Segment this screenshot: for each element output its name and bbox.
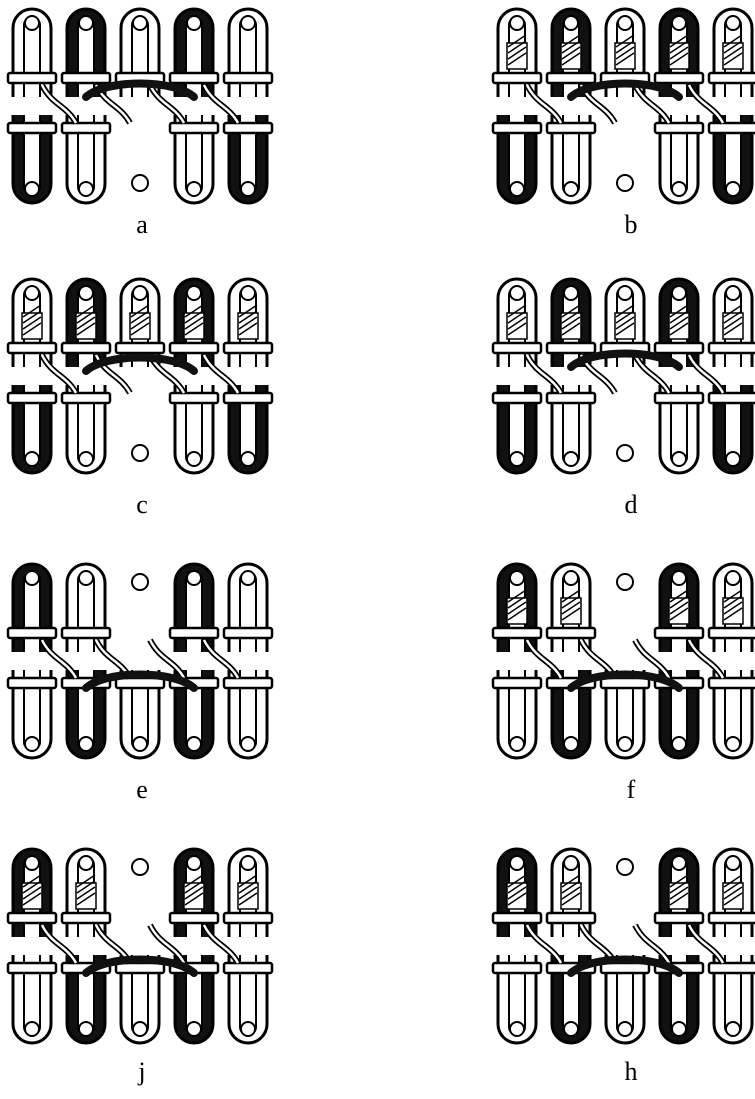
panel-c [10, 275, 270, 475]
bottom-bar [547, 393, 595, 403]
bottom-bar [655, 123, 703, 133]
knit-diagram-c [10, 275, 270, 475]
top-bar [655, 913, 703, 923]
bottom-bar [8, 393, 56, 403]
bottom-bar [493, 123, 541, 133]
top-bar [8, 343, 56, 353]
top-bar [493, 913, 541, 923]
caption-c: c [112, 490, 172, 520]
panel-a [10, 5, 270, 205]
bottom-bar [709, 963, 755, 973]
bottom-bar [709, 678, 755, 688]
empty-needle-top [617, 859, 633, 875]
panel-j [10, 845, 270, 1045]
knit-diagram-f [495, 560, 755, 760]
bottom-bar [62, 123, 110, 133]
bottom-bar [493, 393, 541, 403]
bottom-bar [116, 678, 164, 688]
caption-b: b [601, 210, 661, 240]
top-bar [8, 73, 56, 83]
top-bar [116, 343, 164, 353]
bottom-bar [493, 678, 541, 688]
bottom-bar [601, 963, 649, 973]
bottom-bar [224, 963, 272, 973]
bottom-bar [655, 393, 703, 403]
top-bar [224, 73, 272, 83]
knit-diagram-e [10, 560, 270, 760]
top-bar [655, 628, 703, 638]
caption-e: e [112, 775, 172, 805]
caption-h: h [601, 1057, 661, 1087]
panel-b [495, 5, 755, 205]
top-bar [170, 343, 218, 353]
bottom-bar [493, 963, 541, 973]
top-bar [62, 628, 110, 638]
empty-needle-bottom [617, 175, 633, 191]
empty-needle-top [617, 574, 633, 590]
panel-h [495, 845, 755, 1045]
top-bar [709, 628, 755, 638]
caption-f: f [601, 775, 661, 805]
panel-e [10, 560, 270, 760]
top-bar [493, 628, 541, 638]
top-bar [493, 343, 541, 353]
top-bar [547, 913, 595, 923]
top-bar [8, 913, 56, 923]
top-bar [62, 343, 110, 353]
bottom-bar [170, 123, 218, 133]
top-bar [170, 73, 218, 83]
knit-diagram-d [495, 275, 755, 475]
top-bar [62, 73, 110, 83]
empty-needle-bottom [617, 445, 633, 461]
bottom-bar [62, 393, 110, 403]
top-bar [709, 73, 755, 83]
top-bar [709, 343, 755, 353]
top-bar [547, 628, 595, 638]
bottom-bar [709, 393, 755, 403]
caption-j: j [112, 1057, 172, 1087]
bottom-bar [601, 678, 649, 688]
knit-diagram-b [495, 5, 755, 205]
caption-a: a [112, 210, 172, 240]
caption-d: d [601, 490, 661, 520]
bottom-bar [224, 123, 272, 133]
top-bar [493, 73, 541, 83]
panel-d [495, 275, 755, 475]
top-bar [709, 913, 755, 923]
bottom-bar [8, 123, 56, 133]
bottom-bar [224, 393, 272, 403]
bottom-bar [8, 963, 56, 973]
top-bar [8, 628, 56, 638]
top-bar [224, 913, 272, 923]
empty-needle-top [132, 859, 148, 875]
knit-diagram-j [10, 845, 270, 1045]
top-bar [170, 913, 218, 923]
bottom-bar [224, 678, 272, 688]
top-bar [655, 73, 703, 83]
top-bar [224, 628, 272, 638]
knit-diagram-h [495, 845, 755, 1045]
top-bar [655, 343, 703, 353]
top-bar [62, 913, 110, 923]
empty-needle-top [132, 574, 148, 590]
knit-diagram-a [10, 5, 270, 205]
top-bar [547, 73, 595, 83]
bottom-bar [709, 123, 755, 133]
bottom-bar [8, 678, 56, 688]
top-bar [547, 343, 595, 353]
top-bar [224, 343, 272, 353]
empty-needle-bottom [132, 445, 148, 461]
bottom-bar [116, 963, 164, 973]
top-bar [170, 628, 218, 638]
bottom-bar [547, 123, 595, 133]
panel-f [495, 560, 755, 760]
bottom-bar [170, 393, 218, 403]
empty-needle-bottom [132, 175, 148, 191]
